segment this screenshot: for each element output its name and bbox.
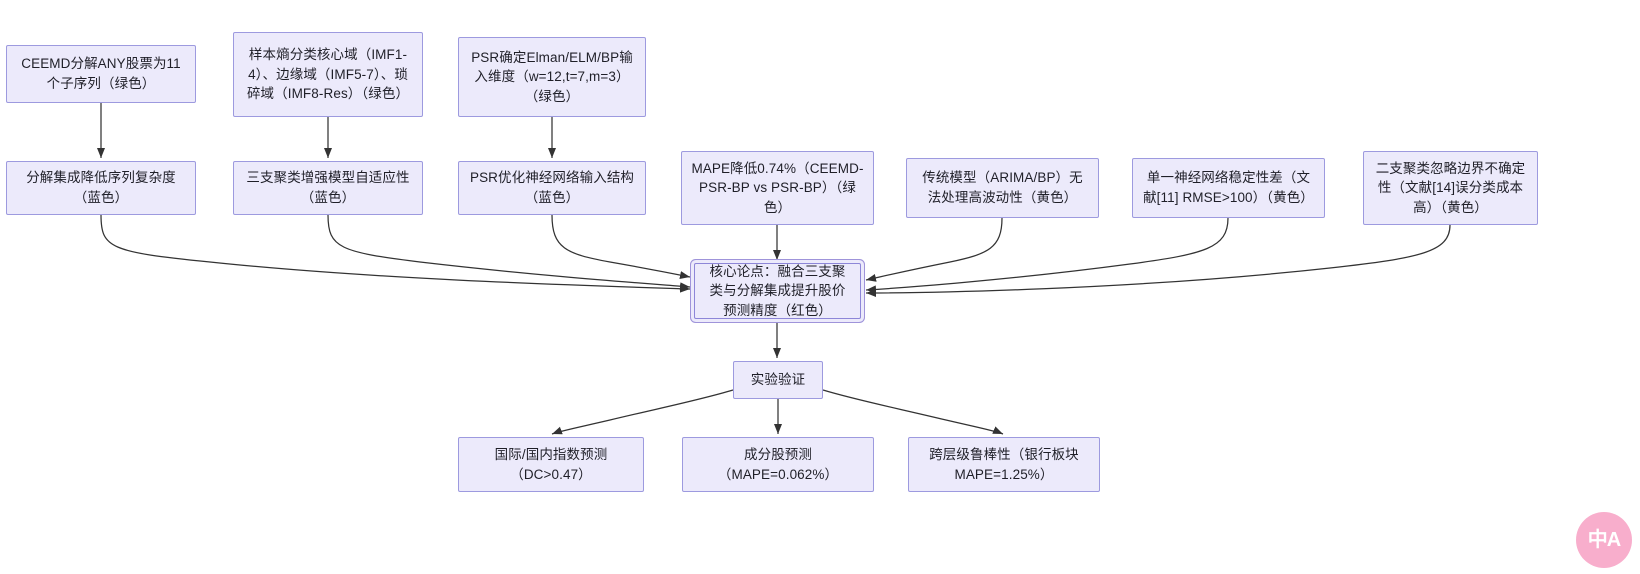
node-label: MAPE降低0.74%（CEEMD-PSR-BP vs PSR-BP）（绿色） <box>691 160 864 215</box>
node-label: 二支聚类忽略边界不确定性（文献[14]误分类成本高）（黄色） <box>1375 160 1526 215</box>
node-label: PSR确定Elman/ELM/BP输入维度（w=12,t=7,m=3）（绿色） <box>471 49 633 104</box>
node-psr-optimizes-input-structure[interactable]: PSR优化神经网络输入结构（蓝色） <box>458 161 646 215</box>
node-label: 核心论点：融合三支聚类与分解集成提升股价预测精度（红色） <box>709 263 846 318</box>
node-label: 传统模型（ARIMA/BP）无法处理高波动性（黄色） <box>922 170 1083 205</box>
node-ceemd-decomposition[interactable]: CEEMD分解ANY股票为11个子序列（绿色） <box>6 45 196 103</box>
edge-m2-core <box>327 214 691 291</box>
node-label: PSR优化神经网络输入结构（蓝色） <box>469 170 635 205</box>
node-label: 三支聚类增强模型自适应性（蓝色） <box>246 170 410 205</box>
node-single-network-instability[interactable]: 单一神经网络稳定性差（文献[11] RMSE>100）（黄色） <box>1132 158 1325 218</box>
node-label: CEEMD分解ANY股票为11个子序列（绿色） <box>21 56 181 91</box>
edge-m3-core <box>551 214 691 279</box>
node-traditional-model-limitation[interactable]: 传统模型（ARIMA/BP）无法处理高波动性（黄色） <box>906 158 1099 218</box>
node-label: 单一神经网络稳定性差（文献[11] RMSE>100）（黄色） <box>1143 170 1314 205</box>
node-psr-input-dimension[interactable]: PSR确定Elman/ELM/BP输入维度（w=12,t=7,m=3）（绿色） <box>458 37 646 117</box>
node-label: 实验验证 <box>750 372 806 388</box>
node-mape-reduction[interactable]: MAPE降低0.74%（CEEMD-PSR-BP vs PSR-BP）（绿色） <box>681 151 874 225</box>
edge-m6-core <box>865 217 1229 294</box>
node-cross-level-robustness-result[interactable]: 跨层级鲁棒性（银行板块MAPE=1.25%） <box>908 437 1100 492</box>
watermark-badge: 中A <box>1576 512 1632 568</box>
edge-m5-core <box>865 217 1003 282</box>
node-core-thesis[interactable]: 核心论点：融合三支聚类与分解集成提升股价预测精度（红色） <box>694 263 861 319</box>
node-decomposition-reduces-complexity[interactable]: 分解集成降低序列复杂度（蓝色） <box>6 161 196 215</box>
node-experimental-validation[interactable]: 实验验证 <box>733 361 823 399</box>
node-label: 分解集成降低序列复杂度（蓝色） <box>26 170 176 205</box>
node-index-prediction-result[interactable]: 国际/国内指数预测（DC>0.47） <box>458 437 644 492</box>
edge-m1-core <box>100 214 691 293</box>
node-label: 成分股预测（MAPE=0.062%） <box>717 446 839 482</box>
watermark-label: 中A <box>1587 529 1621 551</box>
node-two-way-clustering-boundary[interactable]: 二支聚类忽略边界不确定性（文献[14]误分类成本高）（黄色） <box>1363 151 1538 225</box>
node-label: 跨层级鲁棒性（银行板块MAPE=1.25%） <box>929 446 1079 482</box>
node-constituent-stock-result[interactable]: 成分股预测（MAPE=0.062%） <box>682 437 874 492</box>
node-label: 样本熵分类核心域（IMF1-4）、边缘域（IMF5-7）、琐碎域（IMF8-Re… <box>246 47 410 102</box>
node-three-way-clustering-adaptivity[interactable]: 三支聚类增强模型自适应性（蓝色） <box>233 161 423 215</box>
edge-val-r3 <box>822 389 1004 435</box>
edge-m7-core <box>865 224 1451 297</box>
node-label: 国际/国内指数预测（DC>0.47） <box>494 446 608 482</box>
edge-val-r1 <box>551 389 734 435</box>
node-sample-entropy-classification[interactable]: 样本熵分类核心域（IMF1-4）、边缘域（IMF5-7）、琐碎域（IMF8-Re… <box>233 32 423 117</box>
